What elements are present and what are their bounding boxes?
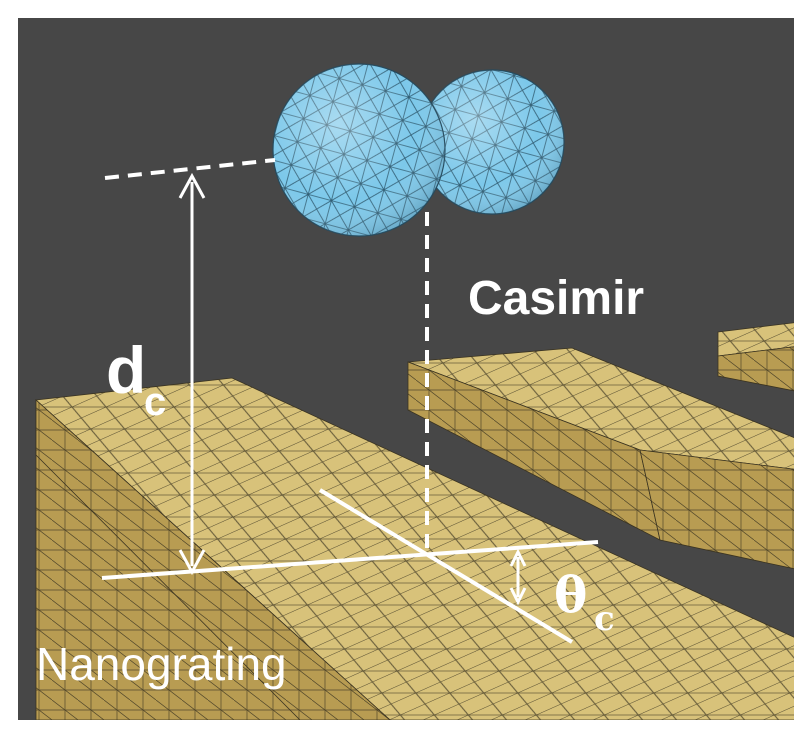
grating-surface-line: [101, 540, 599, 580]
casimir-label: Casimir: [468, 272, 644, 325]
angle-label: θ: [554, 565, 587, 624]
grating-bar-far: [717, 322, 794, 392]
sphere-dimer: [272, 63, 565, 237]
distance-label: d: [106, 333, 146, 407]
distance-label-subscript: c: [144, 380, 166, 424]
sphere-bottom-reference-line: [104, 158, 276, 180]
grating-bar-middle: [407, 347, 794, 570]
angle-label-subscript: c: [594, 599, 615, 639]
tilted-axis-line: [318, 488, 574, 644]
nanograting-label: Nanograting: [36, 638, 287, 690]
annotations: [101, 158, 599, 644]
